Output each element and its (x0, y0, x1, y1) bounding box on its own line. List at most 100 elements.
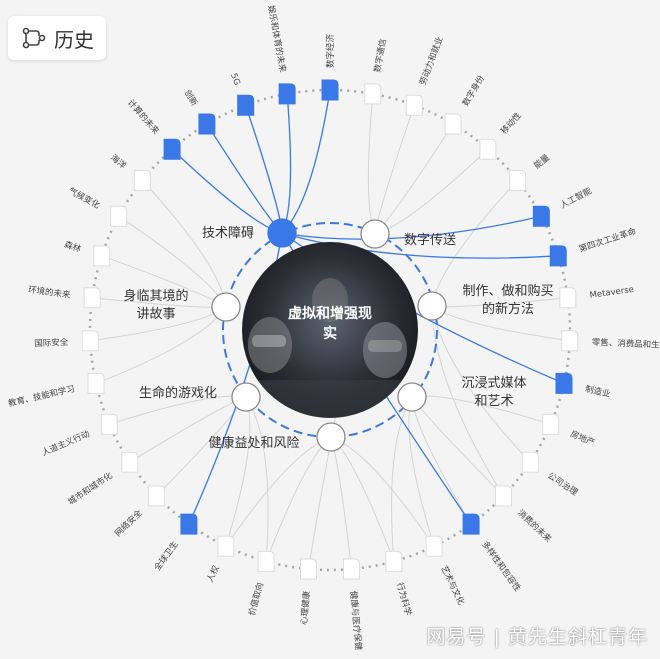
topic-doc-icon (521, 451, 539, 473)
link-line (225, 396, 251, 547)
outer-node[interactable]: 城市和城市化 (66, 451, 139, 507)
link-line (141, 180, 227, 308)
link-line (411, 396, 472, 525)
inner-node-label: 生命的游戏化 (139, 385, 217, 401)
outer-node-label: 计算的未来 (125, 97, 162, 137)
outer-node[interactable]: 数字通信 (364, 37, 389, 105)
inner-node-label: 制作、做和购买 (462, 283, 553, 299)
outer-node[interactable]: 人工智能 (532, 185, 594, 227)
inner-node-circle (211, 292, 241, 322)
outer-node-label: 森林 (63, 239, 83, 255)
outer-node-label: 媒体、娱乐和体育的未来 (261, 0, 289, 74)
inner-node-label: 的新方法 (482, 301, 534, 317)
topic-doc-icon (561, 330, 579, 352)
outer-node[interactable]: 心理健康 (298, 558, 317, 625)
outer-node[interactable]: 制造业 (555, 372, 611, 400)
inner-node[interactable]: 生命的游戏化 (139, 382, 261, 412)
center-title: 虚拟和增强现 (288, 305, 372, 322)
topic-doc-icon (364, 83, 382, 105)
outer-node[interactable]: 媒体、娱乐和体育的未来 (261, 0, 296, 105)
outer-node[interactable]: 劳动力和就业 (405, 35, 446, 116)
outer-node[interactable]: 气候变化 (66, 185, 128, 227)
link-line (431, 305, 504, 497)
outer-node[interactable]: 数字身份 (444, 73, 487, 135)
inner-node-circle (231, 382, 261, 412)
link-line (330, 436, 353, 570)
outer-node[interactable]: 网络安全 (113, 485, 166, 539)
topic-doc-icon (93, 245, 111, 267)
topic-doc-icon (494, 485, 512, 507)
outer-node[interactable]: 第四次工业革命 (549, 226, 638, 267)
active-link-line (245, 105, 283, 234)
topic-doc-icon (462, 513, 480, 535)
history-label: 历史 (54, 27, 94, 52)
topic-doc-icon (81, 330, 99, 352)
topic-doc-icon (133, 169, 151, 191)
outer-node[interactable]: 健康与医疗保健 (343, 558, 364, 651)
outer-node[interactable]: 计算的未来 (125, 97, 181, 160)
outer-node-label: 人权 (204, 563, 222, 584)
watermark: 网易号 | 黄先生斜杠青年 (426, 626, 648, 648)
history-button[interactable]: 历史 (8, 16, 106, 60)
inner-node-circle (316, 422, 346, 452)
topic-doc-icon (509, 169, 527, 191)
inner-node-label: 身临其境的 (123, 288, 188, 304)
active-link-line (281, 93, 292, 234)
topic-doc-icon (555, 372, 573, 394)
inner-node[interactable]: 数字传送 (360, 219, 456, 249)
topic-doc-icon (299, 558, 317, 580)
topic-doc-icon (559, 287, 577, 309)
outer-node[interactable]: 人道主义行动 (40, 413, 118, 459)
active-link-line (281, 215, 542, 240)
outer-node[interactable]: 艺术与文化 (425, 535, 467, 608)
outer-node[interactable]: 创新 (182, 88, 216, 135)
outer-node-label: 环境的未来 (27, 284, 71, 301)
outer-node-label: 数字通信 (372, 37, 389, 73)
outer-node-label: 网络安全 (113, 507, 146, 539)
outer-node[interactable]: 全球卫生 (152, 513, 198, 573)
outer-node[interactable]: 零售、消费品和生活方式 (561, 330, 660, 352)
outer-node[interactable]: 移动性 (479, 110, 524, 160)
outer-node[interactable]: 教育、技能和学习 (7, 372, 105, 409)
outer-node[interactable]: 5G (228, 72, 255, 116)
outer-node[interactable]: 多样性和包容性 (462, 513, 523, 594)
inner-node-label: 健康益处和风险 (208, 435, 299, 451)
link-line (411, 396, 504, 497)
outer-node[interactable]: 价值取向 (246, 550, 275, 617)
outer-node[interactable]: 行为科学 (385, 550, 414, 617)
outer-node[interactable]: 房地产 (542, 413, 597, 449)
topic-doc-icon (257, 550, 275, 572)
outer-node[interactable]: 消费的未来 (494, 485, 554, 545)
inner-node[interactable]: 技术障碍 (202, 218, 297, 248)
outer-node-label: 劳动力和就业 (417, 35, 445, 87)
topic-doc-icon (425, 535, 443, 557)
inner-node-label: 数字传送 (404, 233, 456, 248)
outer-node[interactable]: 能量 (509, 152, 553, 191)
outer-node[interactable]: 森林 (63, 239, 111, 267)
outer-node-label: 海洋 (108, 152, 129, 172)
link-line (374, 105, 415, 235)
outer-node[interactable]: 国际安全 (34, 330, 99, 352)
outer-node[interactable]: 海洋 (108, 152, 151, 191)
topic-doc-icon (278, 83, 296, 105)
center-image[interactable]: 虚拟和增强现 实 (240, 242, 420, 440)
inner-node[interactable]: 健康益处和风险 (208, 422, 346, 452)
outer-node[interactable]: Metaverse (559, 285, 635, 309)
link-line (374, 148, 489, 235)
topic-doc-icon (479, 138, 497, 160)
outer-node[interactable]: 环境的未来 (27, 284, 101, 309)
link-line (374, 123, 454, 235)
topic-doc-icon (542, 413, 560, 435)
outer-node[interactable]: 人权 (204, 535, 235, 584)
outer-node[interactable]: 数字经济 (321, 33, 339, 101)
outer-node-label: 公司治理 (545, 470, 580, 498)
topic-doc-icon (87, 372, 105, 394)
outer-node-label: 行为科学 (394, 581, 414, 617)
outer-node-label: 艺术与文化 (438, 564, 467, 608)
topic-doc-icon (163, 138, 181, 160)
outer-node[interactable]: 公司治理 (521, 451, 580, 498)
inner-node-circle (397, 382, 427, 412)
